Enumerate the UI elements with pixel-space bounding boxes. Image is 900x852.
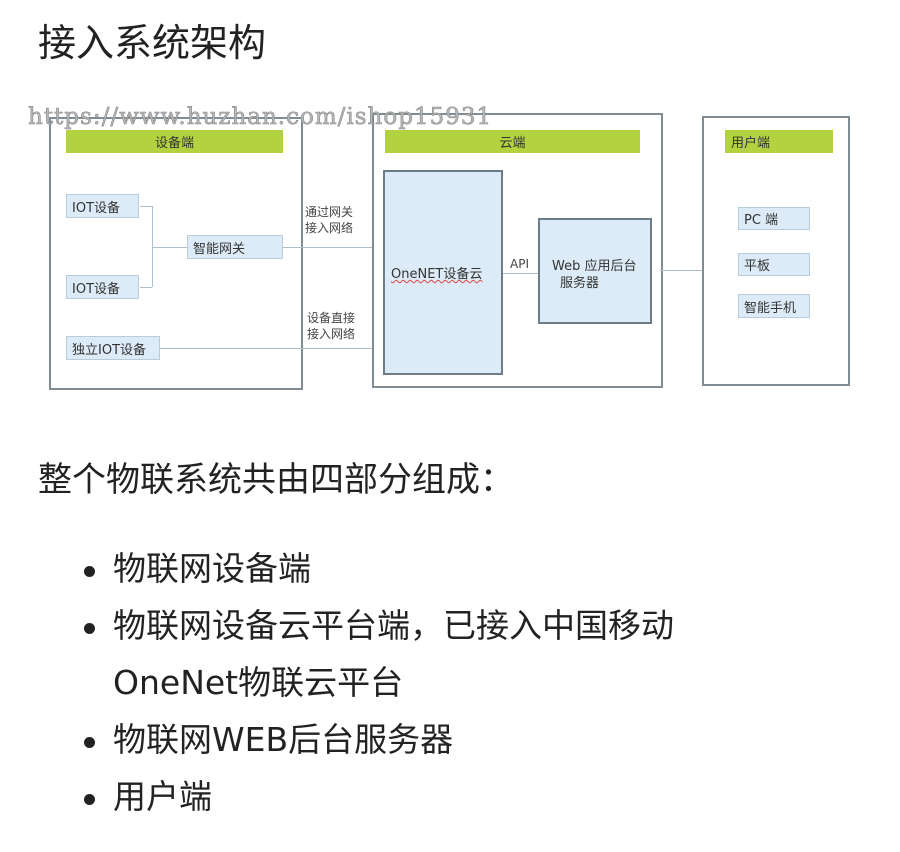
connector	[140, 206, 152, 207]
api-label: API	[510, 257, 529, 271]
cloud-user-arrow	[660, 270, 702, 271]
label-line: 通过网关	[305, 205, 354, 219]
connector	[152, 247, 187, 248]
list-item: 物联网设备端	[80, 540, 674, 597]
web-server-box: Web 应用后台 服务器	[538, 218, 652, 324]
onenet-label: OneNET设备云	[391, 267, 483, 282]
page-title: 接入系统架构	[38, 21, 267, 65]
list-item: 物联网设备云平台端，已接入中国移动	[80, 597, 674, 654]
user-side-header: 用户端	[725, 130, 833, 153]
summary-heading: 整个物联系统共由四部分组成：	[38, 460, 514, 500]
list-item: 物联网WEB后台服务器	[80, 711, 674, 768]
cloud-side-header: 云端	[385, 130, 640, 153]
direct-to-cloud-arrow	[160, 348, 372, 349]
direct-label: 设备直接 接入网络	[307, 310, 355, 342]
phone-client: 智能手机	[738, 294, 810, 318]
list-item-continuation: OneNet物联云平台	[113, 663, 404, 702]
device-side-header: 设备端	[66, 130, 283, 153]
list-item: 用户端	[80, 768, 674, 825]
connector	[152, 206, 153, 287]
label-line: 接入网络	[305, 221, 354, 235]
via-gateway-label: 通过网关 接入网络	[305, 204, 353, 236]
smart-gateway: 智能网关	[187, 235, 283, 259]
label-line: 接入网络	[307, 327, 356, 341]
watermark: https://www.huzhan.com/ishop15931	[28, 104, 493, 131]
connector	[140, 287, 152, 288]
tablet-client: 平板	[738, 253, 810, 276]
label-line: 设备直接	[307, 311, 356, 325]
standalone-iot-device: 独立IOT设备	[66, 336, 160, 360]
web-server-label: Web 应用后台	[552, 259, 637, 274]
web-server-label: 服务器	[560, 276, 600, 291]
list-item-text: 物联网设备云平台端，已接入中国移动	[113, 606, 674, 645]
gateway-to-cloud-arrow	[283, 247, 372, 248]
iot-device-2: IOT设备	[66, 275, 139, 299]
user-side-panel	[702, 116, 850, 386]
api-arrow	[503, 273, 538, 274]
component-list: 物联网设备端 物联网设备云平台端，已接入中国移动 OneNet物联云平台 物联网…	[80, 540, 674, 825]
iot-device-1: IOT设备	[66, 194, 139, 218]
pc-client: PC 端	[738, 207, 810, 230]
onenet-cloud-box: OneNET设备云	[383, 170, 503, 375]
